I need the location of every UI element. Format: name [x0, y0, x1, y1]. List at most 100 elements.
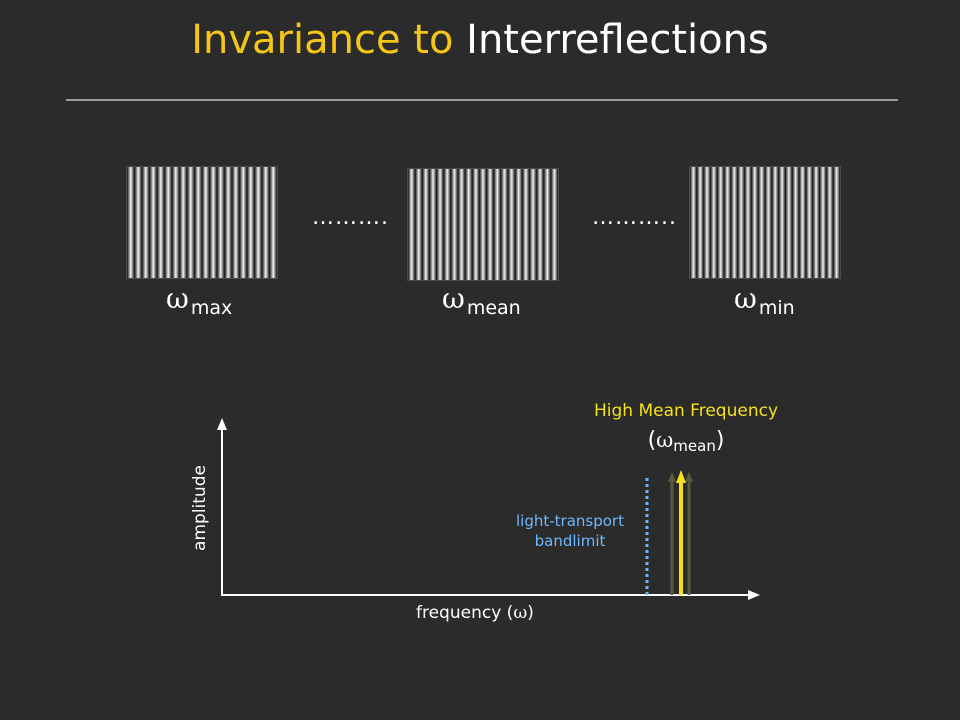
high-mean-frequency-label: High Mean Frequency	[593, 401, 779, 421]
omega-symbol: ω	[442, 282, 465, 315]
stripe	[812, 167, 820, 278]
bandlimit-label: light-transport bandlimit	[494, 511, 646, 551]
stripe	[458, 169, 466, 280]
stripe	[149, 167, 157, 278]
stripe	[172, 167, 180, 278]
stripe	[450, 169, 458, 280]
stripe	[703, 167, 711, 278]
stripe	[232, 167, 240, 278]
x-axis-label-close: )	[527, 603, 534, 623]
x-axis-label-text: frequency	[416, 603, 502, 623]
stripe	[239, 167, 247, 278]
stripe	[758, 167, 765, 278]
pattern-mean-frequency	[407, 168, 559, 281]
stripe	[778, 167, 786, 278]
stripe	[724, 167, 731, 278]
stripe	[529, 169, 537, 280]
omega-subscript: min	[758, 297, 795, 319]
x-axis-omega: ω	[513, 603, 528, 623]
stripe	[408, 169, 416, 280]
side-spike-right-arrowhead	[685, 472, 693, 482]
stripe	[785, 167, 793, 278]
title-divider	[66, 99, 898, 101]
stripe	[209, 167, 217, 278]
side-spike-left-arrowhead	[668, 472, 676, 482]
stripe	[536, 169, 544, 280]
stripe	[134, 167, 142, 278]
stripe	[765, 167, 772, 278]
stripe	[479, 169, 487, 280]
stripe	[465, 169, 473, 280]
title-part-1: Invariance to	[191, 17, 454, 63]
ellipsis-separator-2: ………..	[592, 205, 677, 230]
stripe	[486, 169, 494, 280]
stripe	[717, 167, 725, 278]
stripe	[799, 167, 806, 278]
stripe	[819, 167, 827, 278]
stripe	[730, 167, 738, 278]
stripe	[500, 169, 508, 280]
stripe	[187, 167, 195, 278]
x-axis-label-open: (	[506, 603, 514, 623]
stripe	[771, 167, 779, 278]
stripe	[247, 167, 255, 278]
mean-frequency-arrowhead	[676, 470, 686, 483]
omega-symbol: ω	[166, 282, 189, 315]
stripe	[127, 167, 135, 278]
stripe	[751, 167, 759, 278]
stripe	[543, 169, 551, 280]
stripe	[429, 169, 437, 280]
stripe	[436, 169, 444, 280]
stripe	[493, 169, 501, 280]
stripe	[164, 167, 172, 278]
stripe	[157, 167, 165, 278]
annotation-close-paren: )	[715, 428, 725, 453]
omega-subscript: max	[190, 297, 233, 319]
stripe	[690, 167, 697, 278]
stripe	[194, 167, 202, 278]
title-part-2: Interreflections	[466, 17, 769, 63]
stripe	[269, 167, 277, 278]
stripe	[833, 167, 840, 278]
y-axis-arrowhead	[217, 418, 227, 430]
slide-title: Invariance to Interreflections	[0, 14, 960, 66]
annotation-open-paren: (	[647, 428, 657, 453]
stripe	[550, 169, 558, 280]
omega-mean-annotation: (ωmean)	[560, 428, 812, 455]
stripe-pattern-svg	[408, 169, 558, 280]
ellipsis-separator-1: ……….	[312, 205, 389, 230]
x-axis-label: frequency (ω)	[416, 603, 534, 623]
stripe-pattern-svg	[690, 167, 840, 278]
stripe	[515, 169, 523, 280]
stripe	[254, 167, 262, 278]
stripe	[443, 169, 451, 280]
annotation-subscript: mean	[673, 437, 716, 455]
stripe	[696, 167, 704, 278]
stripe	[202, 167, 210, 278]
stripe	[262, 167, 270, 278]
omega-symbol: ω	[734, 282, 757, 315]
pattern-min-frequency	[689, 166, 841, 279]
y-axis-label: amplitude	[190, 465, 210, 551]
stripe	[415, 169, 423, 280]
stripe	[522, 169, 530, 280]
stripe	[179, 167, 187, 278]
bandlimit-label-line-1: light-transport	[516, 512, 624, 530]
x-axis-arrowhead	[748, 590, 760, 600]
stripe	[142, 167, 150, 278]
stripe	[217, 167, 225, 278]
bandlimit-label-line-2: bandlimit	[534, 532, 606, 550]
stripe	[792, 167, 800, 278]
stripe	[826, 167, 834, 278]
stripe	[422, 169, 430, 280]
annotation-omega: ω	[656, 428, 674, 452]
stripe-pattern-svg	[127, 167, 277, 278]
stripe	[744, 167, 752, 278]
pattern-max-frequency	[126, 166, 278, 279]
stripe	[472, 169, 480, 280]
omega-subscript: mean	[466, 297, 521, 319]
